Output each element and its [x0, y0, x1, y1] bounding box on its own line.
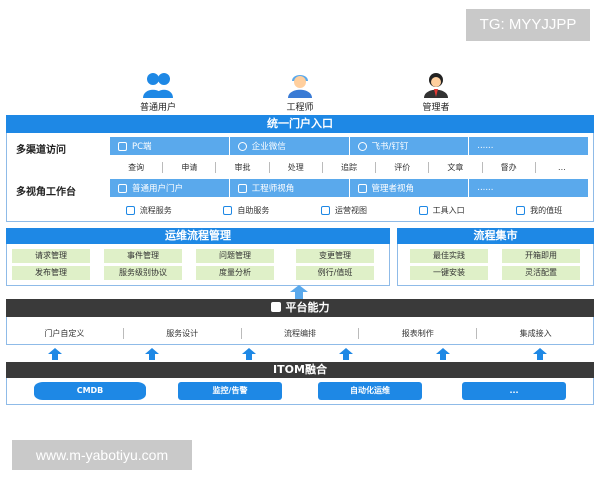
platform-item[interactable]: 报表制作	[359, 327, 478, 339]
flow-icon	[125, 205, 135, 215]
view-label: 管理者视角	[371, 184, 415, 194]
window-icon	[118, 183, 127, 193]
action-item[interactable]: 申请	[163, 161, 217, 173]
itom-cmdb[interactable]: CMDB	[34, 382, 146, 400]
market-item[interactable]: 开箱即用	[502, 249, 580, 263]
role-label: 管理者	[422, 103, 450, 113]
role-engineer: 工程师	[260, 72, 340, 113]
market-item[interactable]: 最佳实践	[410, 249, 488, 263]
window-icon	[357, 183, 367, 193]
multichannel-label: 多渠道访问	[16, 145, 66, 156]
role-manager: 管理者	[396, 72, 476, 113]
ops-item[interactable]: 变更管理	[296, 249, 374, 263]
view-label: 普通用户门户	[132, 184, 184, 194]
platform-item[interactable]: 集成接入	[519, 328, 552, 338]
process-market-title: 流程集市	[397, 228, 594, 244]
monitor-icon	[118, 141, 127, 151]
toolbox-icon	[418, 205, 428, 215]
channel-bar: PC端 企业微信 飞书/钉钉 ......	[110, 137, 588, 155]
action-item[interactable]: 追踪	[323, 161, 377, 173]
watermark-url: www.m-yabotiyu.com	[12, 440, 192, 470]
up-arrow-icon	[290, 285, 308, 299]
up-arrow-icon	[48, 348, 62, 360]
engineer-icon	[288, 75, 312, 98]
ops-item[interactable]: 度量分析	[196, 266, 274, 280]
channel-label: 飞书/钉钉	[371, 142, 409, 152]
up-arrow-icon	[436, 348, 450, 360]
platform-title: 平台能力	[285, 301, 330, 314]
platform-row: 门户自定义 服务设计 流程编排 报表制作 集成接入	[6, 326, 594, 340]
up-arrow-icon	[533, 348, 547, 360]
service-self[interactable]: 自助服务	[198, 205, 296, 216]
platform-item[interactable]: 流程编排	[242, 327, 360, 339]
ops-item[interactable]: 例行/值班	[296, 266, 374, 280]
action-item[interactable]: 督办	[483, 161, 536, 173]
view-more[interactable]: ......	[469, 179, 588, 197]
view-label: 工程师视角	[251, 184, 295, 194]
role-label: 工程师	[286, 103, 314, 113]
up-arrow-icon	[145, 348, 159, 360]
up-arrow-icon	[242, 348, 256, 360]
watermark-tg: TG: MYYJJPP	[466, 9, 590, 41]
service-row: 流程服务 自助服务 运营视图 工具入口 我的值班	[100, 203, 588, 217]
ops-item[interactable]: 事件管理	[104, 249, 182, 263]
service-duty[interactable]: 我的值班	[490, 205, 588, 216]
ops-item[interactable]: 发布管理	[12, 266, 90, 280]
puzzle-icon	[270, 302, 281, 312]
ops-item[interactable]: 请求管理	[12, 249, 90, 263]
portal-title: 统一门户入口	[6, 115, 594, 133]
channel-more[interactable]: ......	[469, 137, 588, 155]
platform-title-bar: 平台能力	[6, 299, 594, 317]
channel-pc[interactable]: PC端	[110, 137, 230, 155]
view-manager[interactable]: 管理者视角	[350, 179, 470, 197]
window-icon	[237, 183, 247, 193]
view-user-portal[interactable]: 普通用户门户	[110, 179, 230, 197]
service-tools[interactable]: 工具入口	[393, 205, 491, 216]
view-label: ......	[477, 183, 494, 193]
service-ops-view[interactable]: 运营视图	[295, 205, 393, 216]
view-bar: 普通用户门户 工程师视角 管理者视角 ......	[110, 179, 588, 197]
platform-item[interactable]: 服务设计	[124, 327, 242, 339]
action-item[interactable]: ...	[558, 162, 566, 172]
channel-feishu[interactable]: 飞书/钉钉	[350, 137, 470, 155]
itom-title: ITOM融合	[6, 362, 594, 378]
service-label: 运营视图	[334, 205, 367, 215]
itom-monitoring[interactable]: 监控/告警	[178, 382, 282, 400]
ops-item[interactable]: 问题管理	[196, 249, 274, 263]
chat-bubble-icon	[357, 141, 367, 151]
role-normal-user: 普通用户	[118, 72, 198, 113]
workbench-label: 多视角工作台	[16, 187, 76, 198]
action-item[interactable]: 评价	[376, 161, 430, 173]
action-item[interactable]: 文章	[429, 161, 483, 173]
role-label: 普通用户	[139, 103, 176, 113]
service-label: 流程服务	[139, 205, 172, 215]
channel-label: ......	[477, 141, 494, 151]
action-item[interactable]: 查询	[110, 161, 164, 173]
channel-label: 企业微信	[251, 142, 286, 152]
action-item[interactable]: 审批	[216, 161, 270, 173]
up-arrow-icon	[339, 348, 353, 360]
ops-item[interactable]: 服务级别协议	[104, 266, 182, 280]
itom-automation[interactable]: 自动化运维	[318, 382, 422, 400]
platform-item[interactable]: 门户自定义	[6, 327, 124, 339]
manager-icon	[424, 73, 448, 98]
ops-process-title: 运维流程管理	[6, 228, 390, 244]
itom-more[interactable]: ...	[462, 382, 566, 400]
service-label: 自助服务	[237, 205, 270, 215]
service-label: 我的值班	[530, 205, 563, 215]
hand-icon	[223, 205, 233, 215]
channel-wecom[interactable]: 企业微信	[230, 137, 350, 155]
market-item[interactable]: 一键安装	[410, 266, 488, 280]
wechat-icon	[237, 141, 247, 151]
service-flow[interactable]: 流程服务	[100, 205, 198, 216]
users-icon	[143, 73, 173, 98]
chart-icon	[320, 205, 330, 215]
action-row: 查询 申请 审批 处理 追踪 评价 文章 督办 ...	[110, 160, 588, 174]
service-label: 工具入口	[432, 205, 465, 215]
channel-label: PC端	[132, 142, 152, 152]
view-engineer[interactable]: 工程师视角	[230, 179, 350, 197]
duty-icon	[516, 205, 526, 215]
market-item[interactable]: 灵活配置	[502, 266, 580, 280]
action-item[interactable]: 处理	[270, 161, 323, 173]
